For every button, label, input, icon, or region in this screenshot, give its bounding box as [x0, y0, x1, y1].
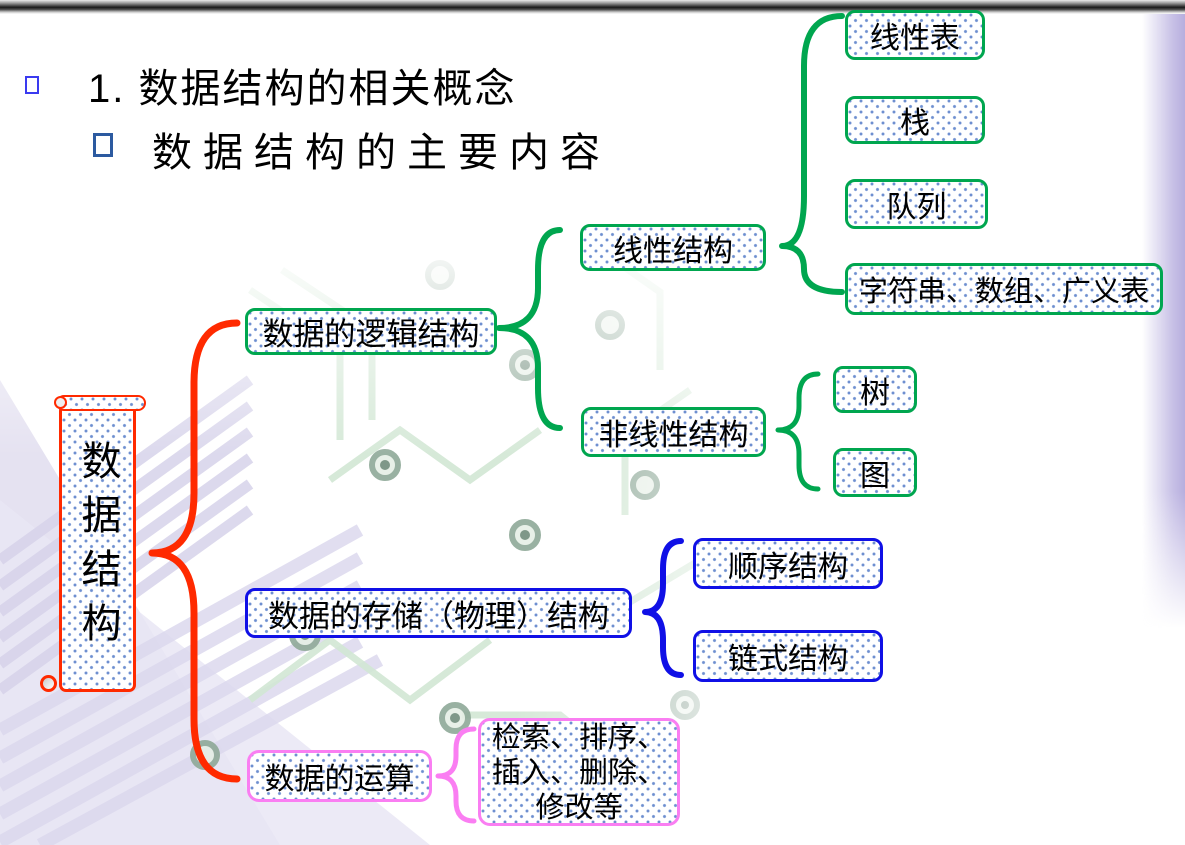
slide-subtitle: 数据结构的主要内容 — [152, 130, 611, 176]
brace-operations — [435, 726, 477, 824]
node-graph: 图 — [833, 448, 917, 497]
node-sequential-structure: 顺序结构 — [693, 538, 883, 589]
title-bullet-square-icon — [25, 76, 39, 94]
node-logical-structure: 数据的逻辑结构 — [245, 308, 497, 355]
node-linear-list: 线性表 — [845, 10, 985, 60]
node-nonlinear-structure: 非线性结构 — [581, 407, 766, 457]
node-queue: 队列 — [845, 179, 988, 229]
node-storage-structure: 数据的存储（物理）结构 — [245, 588, 632, 638]
brace-nonlinear — [775, 371, 821, 492]
root-scroll-top-roll — [56, 395, 146, 411]
slide-title: 1. 数据结构的相关概念 — [88, 67, 517, 111]
scroll-curl-bottom-icon — [40, 675, 57, 692]
subtitle-bullet-square-icon — [93, 133, 113, 157]
node-tree: 树 — [833, 366, 917, 413]
root-node-label: 数据结构 — [74, 440, 121, 656]
brace-logical — [496, 227, 563, 431]
node-data-operations: 数据的运算 — [247, 750, 432, 802]
brace-root — [148, 319, 241, 783]
node-linked-structure: 链式结构 — [693, 630, 883, 682]
brace-linear — [779, 13, 845, 295]
node-linear-structure: 线性结构 — [580, 224, 766, 271]
node-stack: 栈 — [845, 96, 985, 144]
node-string-array-genlist: 字符串、数组、广义表 — [845, 263, 1163, 315]
scroll-curl-top-icon — [54, 396, 67, 409]
brace-storage — [642, 538, 684, 678]
root-node: 数据结构 — [59, 404, 136, 692]
node-operations-detail: 检索、排序、 插入、删除、 修改等 — [478, 718, 680, 826]
